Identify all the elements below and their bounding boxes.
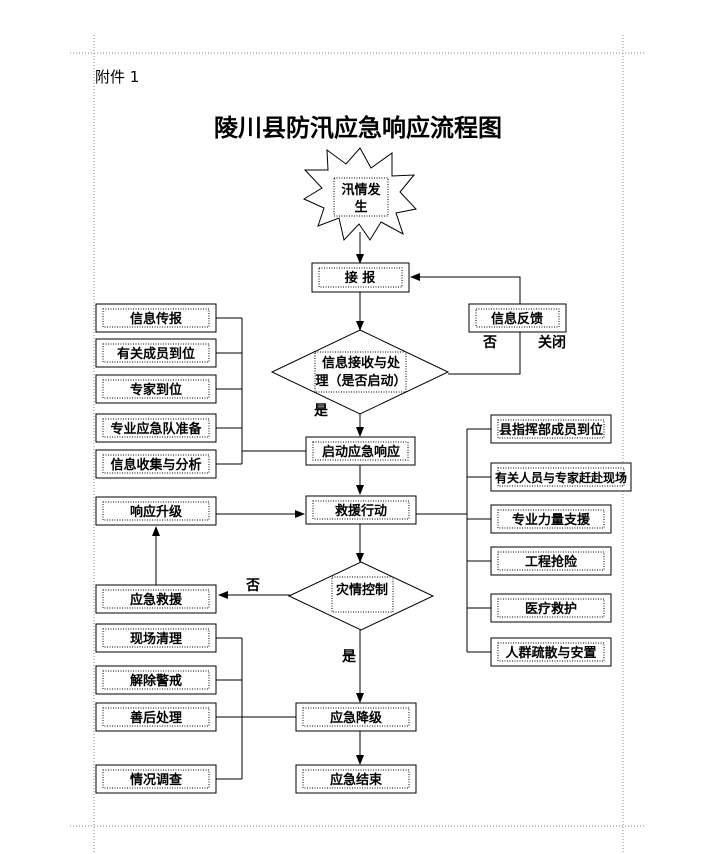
node-end: 应急结束	[295, 764, 417, 794]
left-top-task-1-label: 有关成员到位	[117, 346, 195, 362]
left-top-task-3: 专业应急队准备	[95, 413, 217, 443]
connectors	[152, 232, 521, 780]
left-top-task-1: 有关成员到位	[95, 338, 217, 368]
edge-label-close: 关闭	[538, 334, 566, 351]
emergency-rescue-label: 应急救援	[130, 592, 183, 608]
left-top-task-4-label: 信息收集与分析	[110, 457, 201, 473]
disaster-control-label: 灾情控制	[336, 582, 388, 598]
end-label: 应急结束	[330, 772, 383, 788]
left-bottom-task-2: 善后处理	[95, 702, 217, 732]
receive-report-label: 接 报	[345, 270, 377, 286]
node-disaster-control: 灾情控制	[287, 561, 435, 631]
response-upgrade-label: 响应升级	[130, 504, 183, 520]
left-top-task-3-label: 专业应急队准备	[110, 421, 202, 437]
right-task-1-label: 有关人员与专家赶赴现场	[495, 470, 627, 485]
info-process-line-1: 信息接收与处	[322, 355, 401, 371]
attachment-label: 附件 1	[95, 68, 139, 86]
info-feedback-label: 信息反馈	[491, 311, 543, 327]
rescue-action-label: 救援行动	[335, 503, 387, 519]
info-process-line-2: 理（是否启动）	[315, 373, 406, 389]
edge-label-yes-mid: 是	[342, 649, 357, 665]
right-task-3-label: 工程抢险	[525, 554, 578, 570]
start-response-label: 启动应急响应	[322, 444, 400, 460]
downgrade-label: 应急降级	[330, 710, 383, 726]
left-top-task-4: 信息收集与分析	[95, 449, 217, 479]
left-top-task-0: 信息传报	[95, 303, 217, 333]
right-task-0: 县指挥部成员到位	[490, 414, 612, 444]
start-line-1: 汛情发	[341, 182, 381, 198]
left-bottom-task-0-label: 现场清理	[130, 631, 182, 647]
right-task-4: 医疗救护	[490, 593, 612, 623]
left-bottom-task-0: 现场清理	[95, 623, 217, 653]
left-bottom-task-1-label: 解除警戒	[129, 673, 182, 689]
node-start: 汛情发 生	[302, 147, 417, 242]
node-downgrade: 应急降级	[295, 702, 417, 732]
edge-label-no-top: 否	[482, 335, 497, 351]
node-response-upgrade: 响应升级	[95, 496, 217, 526]
node-info-process: 信息接收与处 理（是否启动）	[270, 329, 450, 415]
right-task-2-label: 专业力量支援	[512, 512, 591, 528]
right-task-3: 工程抢险	[490, 546, 612, 576]
right-task-0-label: 县指挥部成员到位	[499, 422, 603, 438]
left-bottom-task-3: 情况调查	[95, 764, 217, 794]
start-line-2: 生	[354, 199, 367, 215]
left-bottom-task-3-label: 情况调查	[130, 772, 183, 788]
right-task-1: 有关人员与专家赶赴现场	[490, 462, 632, 492]
left-top-task-2-label: 专家到位	[130, 382, 182, 398]
edge-label-no-mid: 否	[245, 578, 260, 594]
right-task-5: 人群疏散与安置	[490, 637, 612, 667]
edge-label-yes-top: 是	[314, 403, 329, 419]
node-info-feedback: 信息反馈	[468, 303, 567, 333]
node-emergency-rescue: 应急救援	[95, 584, 217, 614]
right-task-2: 专业力量支援	[490, 504, 612, 534]
right-task-4-label: 医疗救护	[525, 601, 577, 617]
node-receive-report: 接 报	[311, 262, 410, 293]
left-top-task-2: 专家到位	[95, 374, 217, 404]
node-start-response: 启动应急响应	[305, 436, 416, 466]
left-top-task-0-label: 信息传报	[130, 311, 183, 327]
right-task-5-label: 人群疏散与安置	[505, 645, 596, 661]
left-bottom-task-1: 解除警戒	[95, 665, 217, 695]
left-bottom-task-2-label: 善后处理	[130, 710, 182, 726]
node-rescue-action: 救援行动	[305, 495, 417, 525]
page-title: 陵川县防汛应急响应流程图	[214, 113, 502, 142]
